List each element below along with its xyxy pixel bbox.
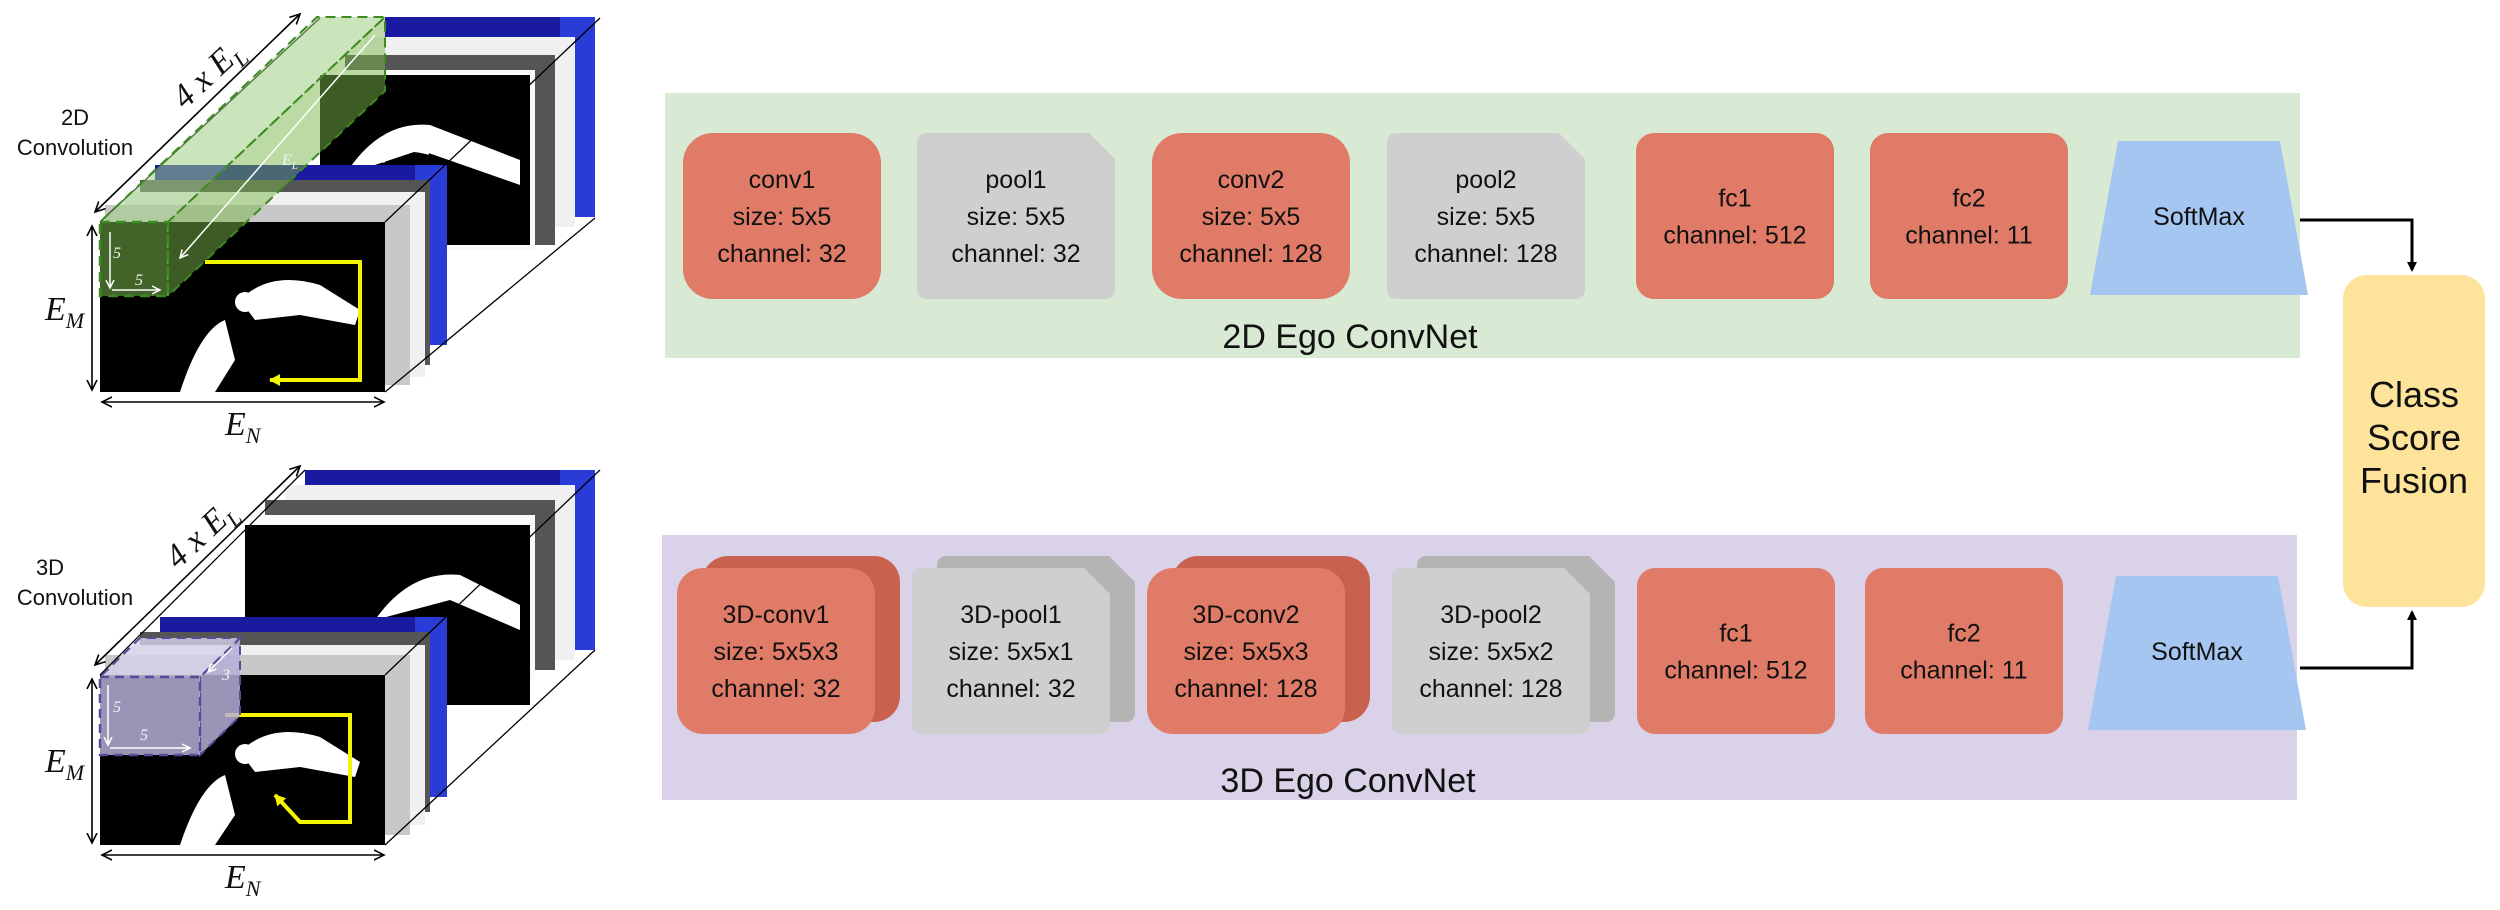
dimension-arrows-3d (92, 466, 384, 855)
block-text-line: conv1 (749, 166, 816, 194)
kernel-height-label: 5 (113, 245, 121, 262)
fusion-line-3: Fusion (2360, 460, 2468, 501)
fusion-line-2: Score (2367, 417, 2461, 458)
connector-arrows (2300, 218, 2417, 670)
net3d-block-3d-conv2: 3D-conv2 size: 5x5x3 channel: 128 (1147, 556, 1370, 734)
height-dimension-label: EM (44, 743, 86, 785)
block-text-line: 3D-pool1 (960, 601, 1061, 629)
net2d-block-fc1: fc1 channel: 512 (1636, 133, 1834, 299)
block-shape (1147, 568, 1345, 734)
block-text-line: pool2 (1455, 166, 1516, 194)
block-text-line: 3D-conv2 (1193, 601, 1300, 629)
depth-dimension-label: 4 x EL (158, 493, 247, 580)
net3d-block-fc1: fc1 channel: 512 (1637, 568, 1835, 734)
kernel-width-label: 5 (135, 272, 143, 289)
block-text-line: channel: 32 (951, 240, 1080, 268)
block-text-line: channel: 128 (1179, 240, 1322, 268)
net2d-block-fc2: fc2 channel: 11 (1870, 133, 2068, 299)
block-shape (1392, 568, 1590, 734)
width-dimension-label: EN (224, 859, 262, 901)
class-score-fusion: Class Score Fusion (2343, 275, 2485, 607)
arrow-2d-to-fusion (2300, 218, 2417, 272)
illustration-2d: 5 5 EL 2D Convolution 4 x EL EM EN (17, 14, 601, 448)
block-text-line: channel: 11 (1900, 657, 2027, 685)
block-text-line: size: 5x5 (1437, 203, 1536, 231)
block-text-line: 3D-pool2 (1440, 601, 1541, 629)
block-text-line: size: 5x5 (733, 203, 832, 231)
net-2d-title: 2D Ego ConvNet (1222, 318, 1478, 356)
net3d-block-3d-pool1: 3D-pool1 size: 5x5x1 channel: 32 (912, 556, 1135, 734)
block-text-line: size: 5x5x3 (713, 638, 838, 666)
net2d-block-softmax: SoftMax (2090, 141, 2308, 295)
block-shape (1387, 133, 1585, 299)
net2d-block-conv1: conv1 size: 5x5 channel: 32 (683, 133, 881, 299)
conv2d-label-line1: 2D (61, 105, 89, 130)
block-text-line: conv2 (1218, 166, 1285, 194)
block-shape (2090, 141, 2308, 295)
block-text-line: channel: 512 (1663, 222, 1806, 250)
net-3d-title: 3D Ego ConvNet (1220, 762, 1476, 800)
block-text-line: size: 5x5x1 (948, 638, 1073, 666)
block-shape (683, 133, 881, 299)
block-text-line: size: 5x5 (967, 203, 1066, 231)
block-text-line: pool1 (985, 166, 1046, 194)
conv2d-label-line2: Convolution (17, 135, 133, 160)
net2d-block-conv2: conv2 size: 5x5 channel: 128 (1152, 133, 1350, 299)
block-text-line: SoftMax (2151, 638, 2243, 666)
block-text-line: fc2 (1947, 620, 1980, 648)
block-text-line: channel: 32 (946, 675, 1075, 703)
scan-path-arrow (205, 260, 362, 386)
block-shape (1865, 568, 2063, 734)
block-text-line: size: 5x5 (1202, 203, 1301, 231)
dimension-arrows-2d (92, 14, 384, 402)
net3d-block-fc2: fc2 channel: 11 (1865, 568, 2063, 734)
kernel-depth-label: 3 (221, 667, 230, 684)
block-shape (2088, 576, 2306, 730)
block-shape (912, 568, 1110, 734)
scan-path-arrow (225, 713, 352, 824)
net3d-block-3d-pool2: 3D-pool2 size: 5x5x2 channel: 128 (1392, 556, 1615, 734)
block-text-line: channel: 128 (1174, 675, 1317, 703)
block-shape (677, 568, 875, 734)
block-text-line: fc1 (1719, 620, 1752, 648)
net3d-block-softmax: SoftMax (2088, 576, 2306, 730)
width-dimension-label: EN (224, 406, 262, 448)
block-text-line: channel: 32 (717, 240, 846, 268)
arrow-3d-to-fusion (2300, 610, 2417, 670)
block-shape (917, 133, 1115, 299)
block-text-line: channel: 32 (711, 675, 840, 703)
net2d-block-pool2: pool2 size: 5x5 channel: 128 (1387, 133, 1585, 299)
block-text-line: channel: 512 (1664, 657, 1807, 685)
illustration-3d: 5 5 3 3D Convolution 4 x EL EM EN (17, 466, 601, 901)
hand-shape (345, 124, 520, 185)
conv3d-label-line2: Convolution (17, 585, 133, 610)
net2d-block-pool1: pool1 size: 5x5 channel: 32 (917, 133, 1115, 299)
block-shape (1637, 568, 1835, 734)
net-3d-blocks: 3D-conv1 size: 5x5x3 channel: 32 3D-pool1 si… (677, 556, 2306, 734)
block-text-line: fc1 (1718, 185, 1751, 213)
block-text-line: size: 5x5x2 (1428, 638, 1553, 666)
fusion-box (2343, 275, 2485, 607)
conv3d-label-line1: 3D (36, 555, 64, 580)
block-text-line: size: 5x5x3 (1183, 638, 1308, 666)
block-text-line: fc2 (1952, 185, 1985, 213)
fusion-line-1: Class (2369, 374, 2459, 415)
height-dimension-label: EM (44, 291, 86, 333)
block-shape (1152, 133, 1350, 299)
block-text-line: channel: 128 (1419, 675, 1562, 703)
kernel-width-label: 5 (140, 727, 148, 744)
block-text-line: channel: 11 (1905, 222, 2032, 250)
block-shape (1636, 133, 1834, 299)
block-text-line: 3D-conv1 (723, 601, 830, 629)
block-text-line: channel: 128 (1414, 240, 1557, 268)
kernel-height-label: 5 (113, 699, 121, 716)
net-3d-panel: 3D-conv1 size: 5x5x3 channel: 32 3D-pool1 si… (662, 535, 2306, 800)
net3d-block-3d-conv1: 3D-conv1 size: 5x5x3 channel: 32 (677, 556, 900, 734)
block-shape (1870, 133, 2068, 299)
block-text-line: SoftMax (2153, 203, 2245, 231)
